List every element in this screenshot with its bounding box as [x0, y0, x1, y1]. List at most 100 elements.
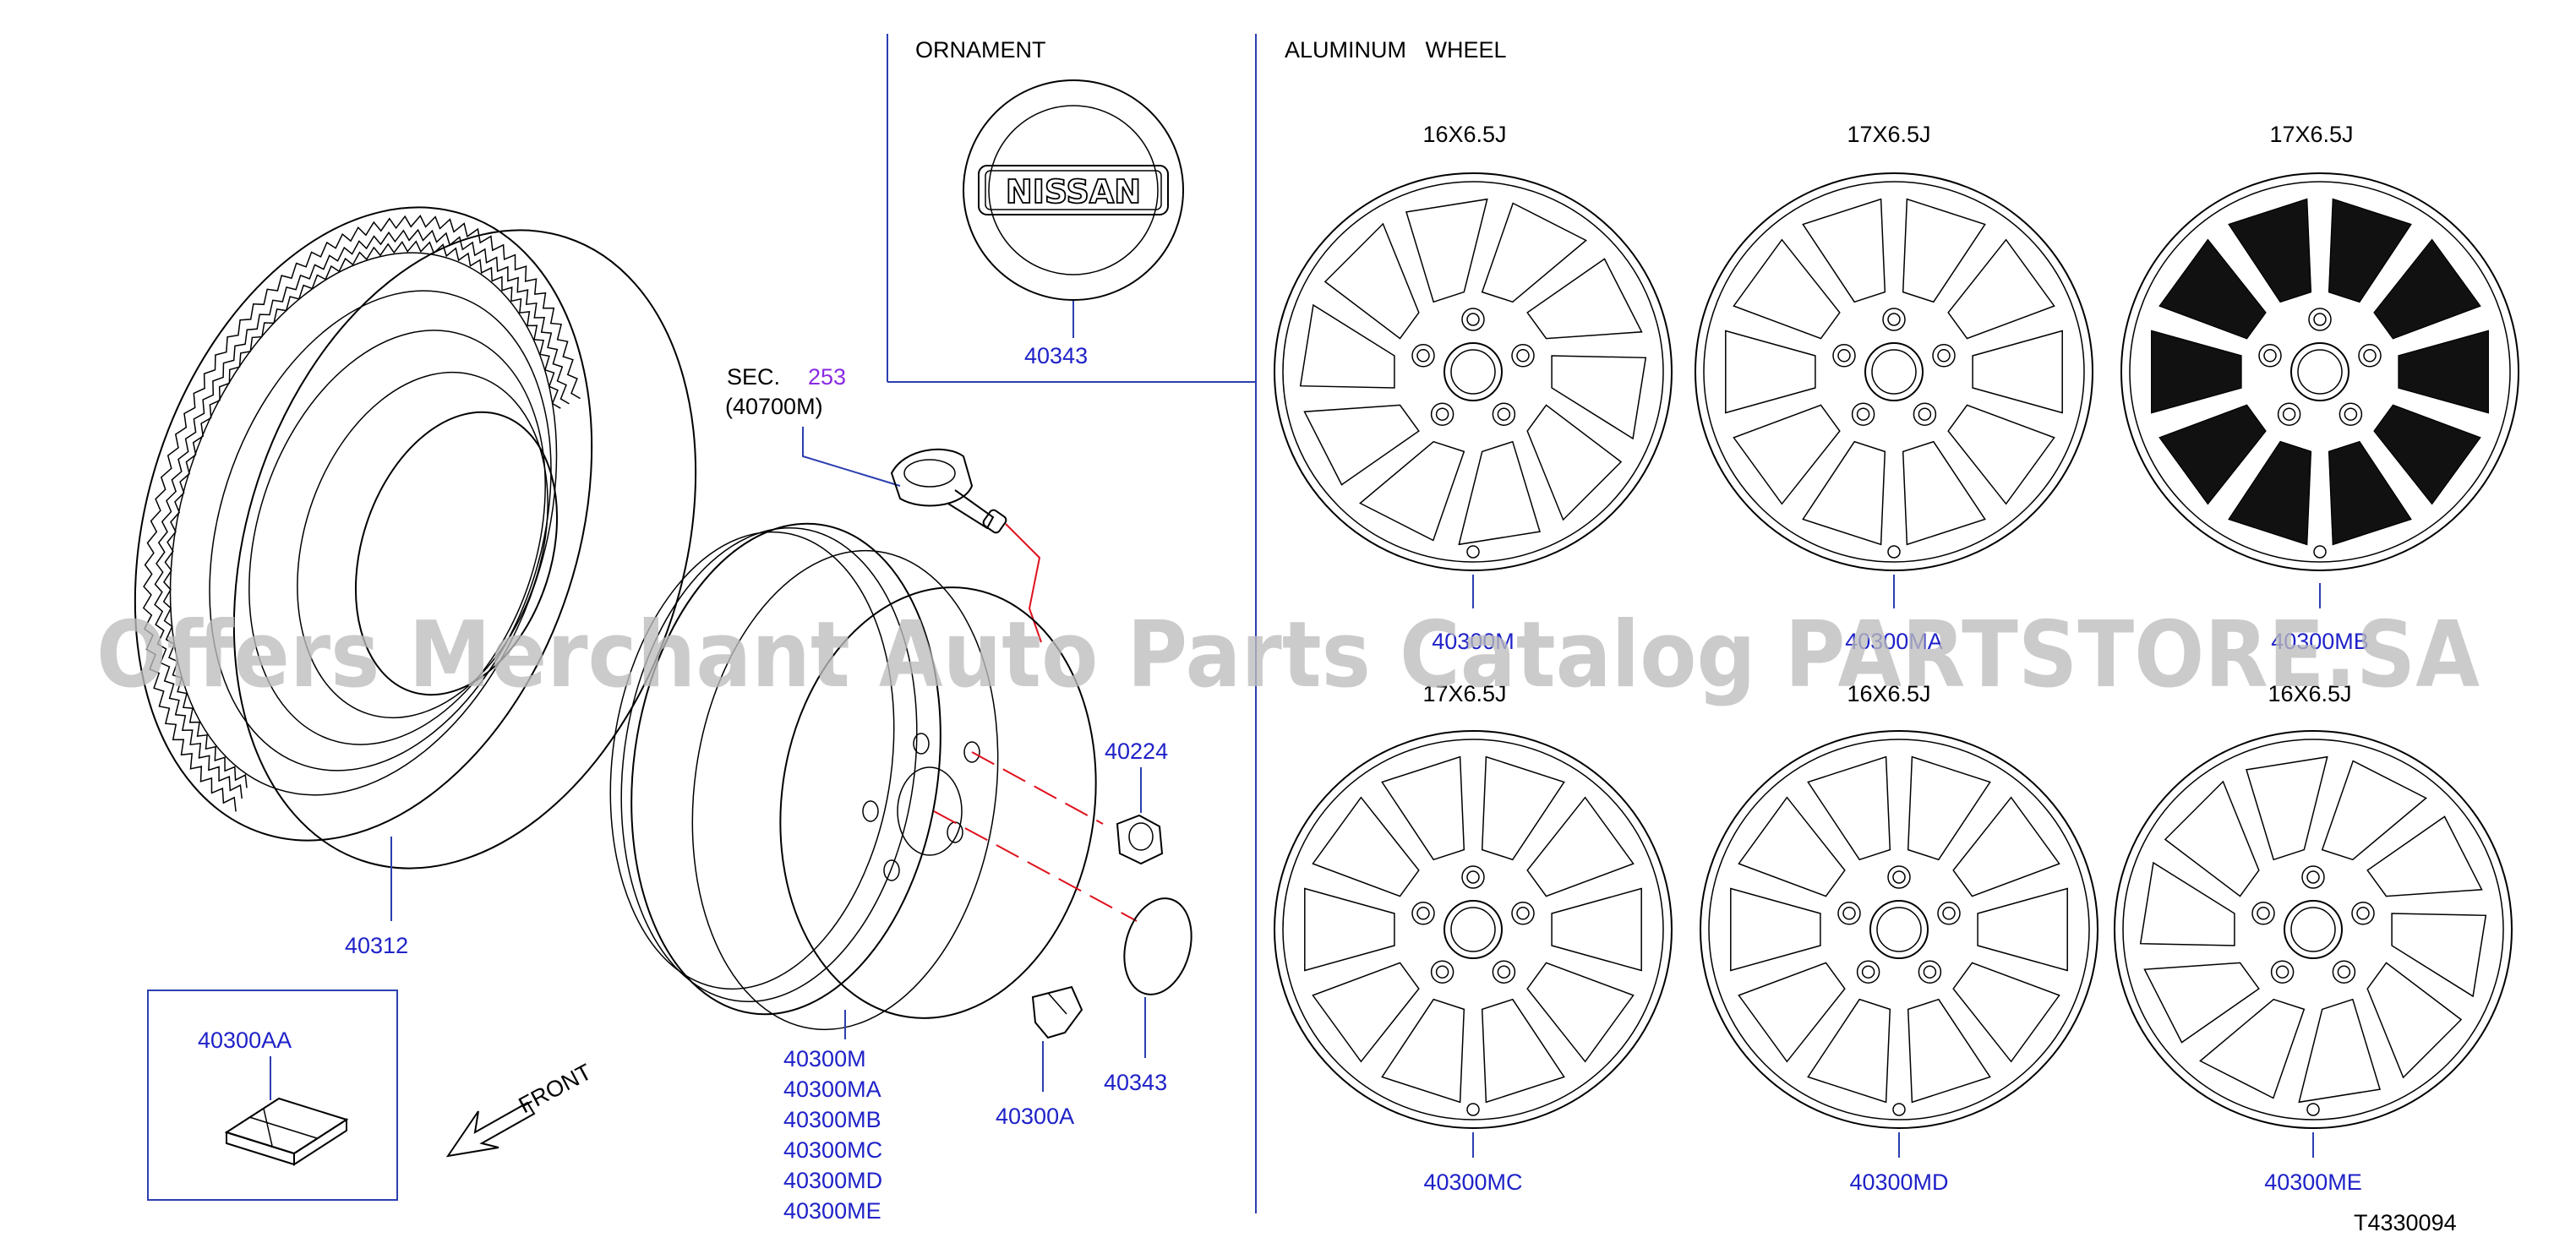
spoke-window [1947, 404, 2055, 505]
spoke-window [1323, 222, 1420, 340]
spoke-window [1381, 998, 1465, 1104]
spoke-window [1733, 404, 1841, 505]
hub [1869, 900, 1929, 959]
spoke-window [1526, 258, 1643, 340]
lug-hole-inner [2275, 965, 2289, 979]
weight-kit-part-number: 40300AA [198, 1028, 292, 1053]
hub-cap [2290, 907, 2336, 952]
wheel-5-part-number: 40300MD [1849, 1169, 1948, 1195]
hub [1444, 342, 1503, 401]
spoke-window [1312, 796, 1420, 897]
lug-hole-inner [2282, 407, 2296, 421]
steel-wheel-part-6: 40300ME [783, 1198, 881, 1224]
lug-hole-inner [2313, 313, 2327, 326]
rim-outer [1274, 172, 1673, 571]
spoke-window-dark [2151, 330, 2242, 414]
tire-drawing [134, 206, 697, 870]
front-label: FRONT [515, 1059, 596, 1118]
wheel-2-size: 17X6.5J [1847, 122, 1930, 147]
spoke-window [1526, 796, 1635, 897]
spoke-window [1381, 755, 1465, 861]
lug-hole [2258, 344, 2282, 368]
lug-hole [1887, 865, 1911, 889]
spoke-window [1807, 998, 1891, 1104]
wheel-3-drawing [2120, 172, 2519, 571]
wheel-6-part-number: 40300ME [2264, 1169, 2362, 1195]
lug-hole-inner [2337, 965, 2351, 979]
lug-hole-inner [1887, 313, 1901, 326]
rim-outer [1274, 730, 1673, 1129]
lug-hole-inner [1435, 965, 1449, 979]
steel-wheel-part-5: 40300MD [783, 1168, 882, 1193]
hub-cap [1450, 907, 1496, 952]
lug-hole-inner [1856, 407, 1870, 421]
nissan-logo: NISSAN [1006, 173, 1141, 210]
lug-hole-inner [1416, 907, 1430, 920]
wheel-5-size: 16X6.5J [1847, 681, 1930, 706]
lug-hole [1856, 960, 1880, 984]
sec-number: 253 [808, 364, 846, 390]
front-arrow-icon [445, 1101, 536, 1158]
lug-hole [2301, 865, 2325, 889]
lug-hole-inner [1892, 870, 1906, 884]
rim-inner [2122, 739, 2504, 1120]
tpms-sensor-drawing [890, 448, 1007, 534]
lug-hole [2308, 308, 2332, 331]
hub-cap [2297, 349, 2343, 395]
wheel-6-drawing [2114, 730, 2513, 1129]
hub-cap [1871, 349, 1917, 395]
cap-part-number: 40343 [1104, 1070, 1167, 1095]
spoke-window [1977, 887, 2068, 972]
lug-hole-inner [2344, 407, 2358, 421]
lug-hole-inner [2356, 907, 2370, 920]
spoke-window [1481, 202, 1587, 303]
hub-cap [1450, 349, 1496, 395]
lug-hole-inner [1942, 907, 1956, 920]
lug-hole [1411, 344, 1435, 368]
rim-inner [2129, 181, 2511, 563]
spoke-window [2246, 755, 2328, 861]
lug-hole [1882, 308, 1906, 331]
hub [1444, 900, 1503, 959]
lug-hole [2332, 960, 2356, 984]
rim-outer [2114, 730, 2513, 1129]
spoke-window [1304, 887, 1395, 972]
spoke-window [1802, 198, 1886, 303]
spoke-window [1359, 440, 1465, 542]
steel-wheel-part-3: 40300MB [783, 1107, 881, 1132]
spoke-window [2143, 962, 2260, 1044]
lug-hole-inner [1466, 313, 1480, 326]
spoke-window [1725, 330, 1816, 414]
lug-hole [1913, 402, 1937, 426]
spoke-window [1902, 198, 1986, 303]
weight-kit-box [147, 990, 398, 1201]
lug-hole-inner [1435, 407, 1449, 421]
lug-hole-inner [1497, 407, 1511, 421]
lug-hole-inner [1861, 965, 1875, 979]
spoke-window [1405, 198, 1488, 303]
spoke-window [1299, 303, 1395, 389]
spoke-window [1802, 440, 1886, 546]
lug-hole [1411, 902, 1435, 925]
valve-hole [1892, 1103, 1906, 1116]
lug-hole [1832, 344, 1856, 368]
lug-hole [1511, 902, 1535, 925]
wheel-4-part-number: 40300MC [1423, 1169, 1522, 1195]
aluminum-wheel-3: 17X6.5J 40300MB [2120, 122, 2519, 654]
spoke-window-dark [2228, 198, 2311, 303]
spoke-window [2298, 998, 2381, 1104]
spoke-window [1738, 796, 1846, 897]
diagram-id: T4330094 [2354, 1210, 2457, 1235]
wheel-3-size: 17X6.5J [2269, 122, 2353, 147]
spoke-window [1947, 238, 2055, 340]
wheel-1-size: 16X6.5J [1422, 122, 1506, 147]
spoke-window [2321, 760, 2427, 861]
wheel-2-part-number: 40300MA [1845, 629, 1943, 654]
spoke-window [1303, 404, 1420, 486]
lug-hole-inner [2363, 349, 2377, 363]
spoke-window-dark [2158, 238, 2267, 340]
hub [2284, 900, 2343, 959]
lug-hole [1430, 402, 1454, 426]
valve-hole [1887, 545, 1901, 559]
lug-hole [2358, 344, 2382, 368]
